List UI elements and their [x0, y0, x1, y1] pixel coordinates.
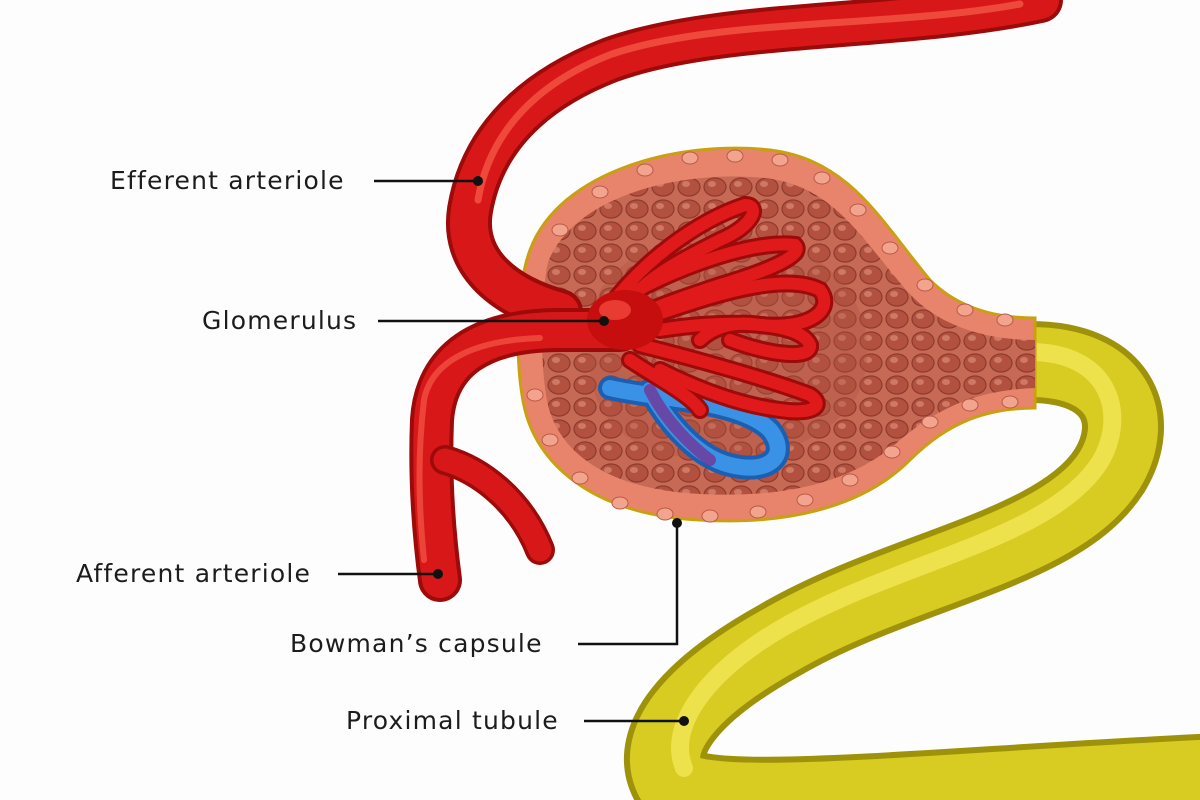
bowman-pointer-dot — [672, 518, 682, 528]
afferent-pointer-dot — [433, 569, 443, 579]
proximal-tubule-shape — [624, 321, 1200, 800]
glomerulus-label: Glomerulus — [202, 306, 358, 335]
glomerulus-tuft — [587, 195, 834, 480]
efferent-pointer-dot — [473, 176, 483, 186]
afferent-arteriole-shape — [409, 308, 642, 602]
glomerulus-pointer-dot — [599, 316, 609, 326]
bowman-leader-line — [578, 523, 679, 646]
proximal-pointer-dot — [679, 716, 689, 726]
proximal-tubule-label: Proximal tubule — [346, 706, 559, 735]
efferent-arteriole-shape — [445, 0, 1063, 335]
bowmans-capsule-label: Bowman’s capsule — [290, 629, 543, 658]
efferent-arteriole-label: Efferent arteriole — [110, 166, 345, 195]
afferent-arteriole-label: Afferent arteriole — [76, 559, 312, 588]
leader-dots — [433, 176, 689, 726]
leader-lines — [338, 179, 684, 723]
